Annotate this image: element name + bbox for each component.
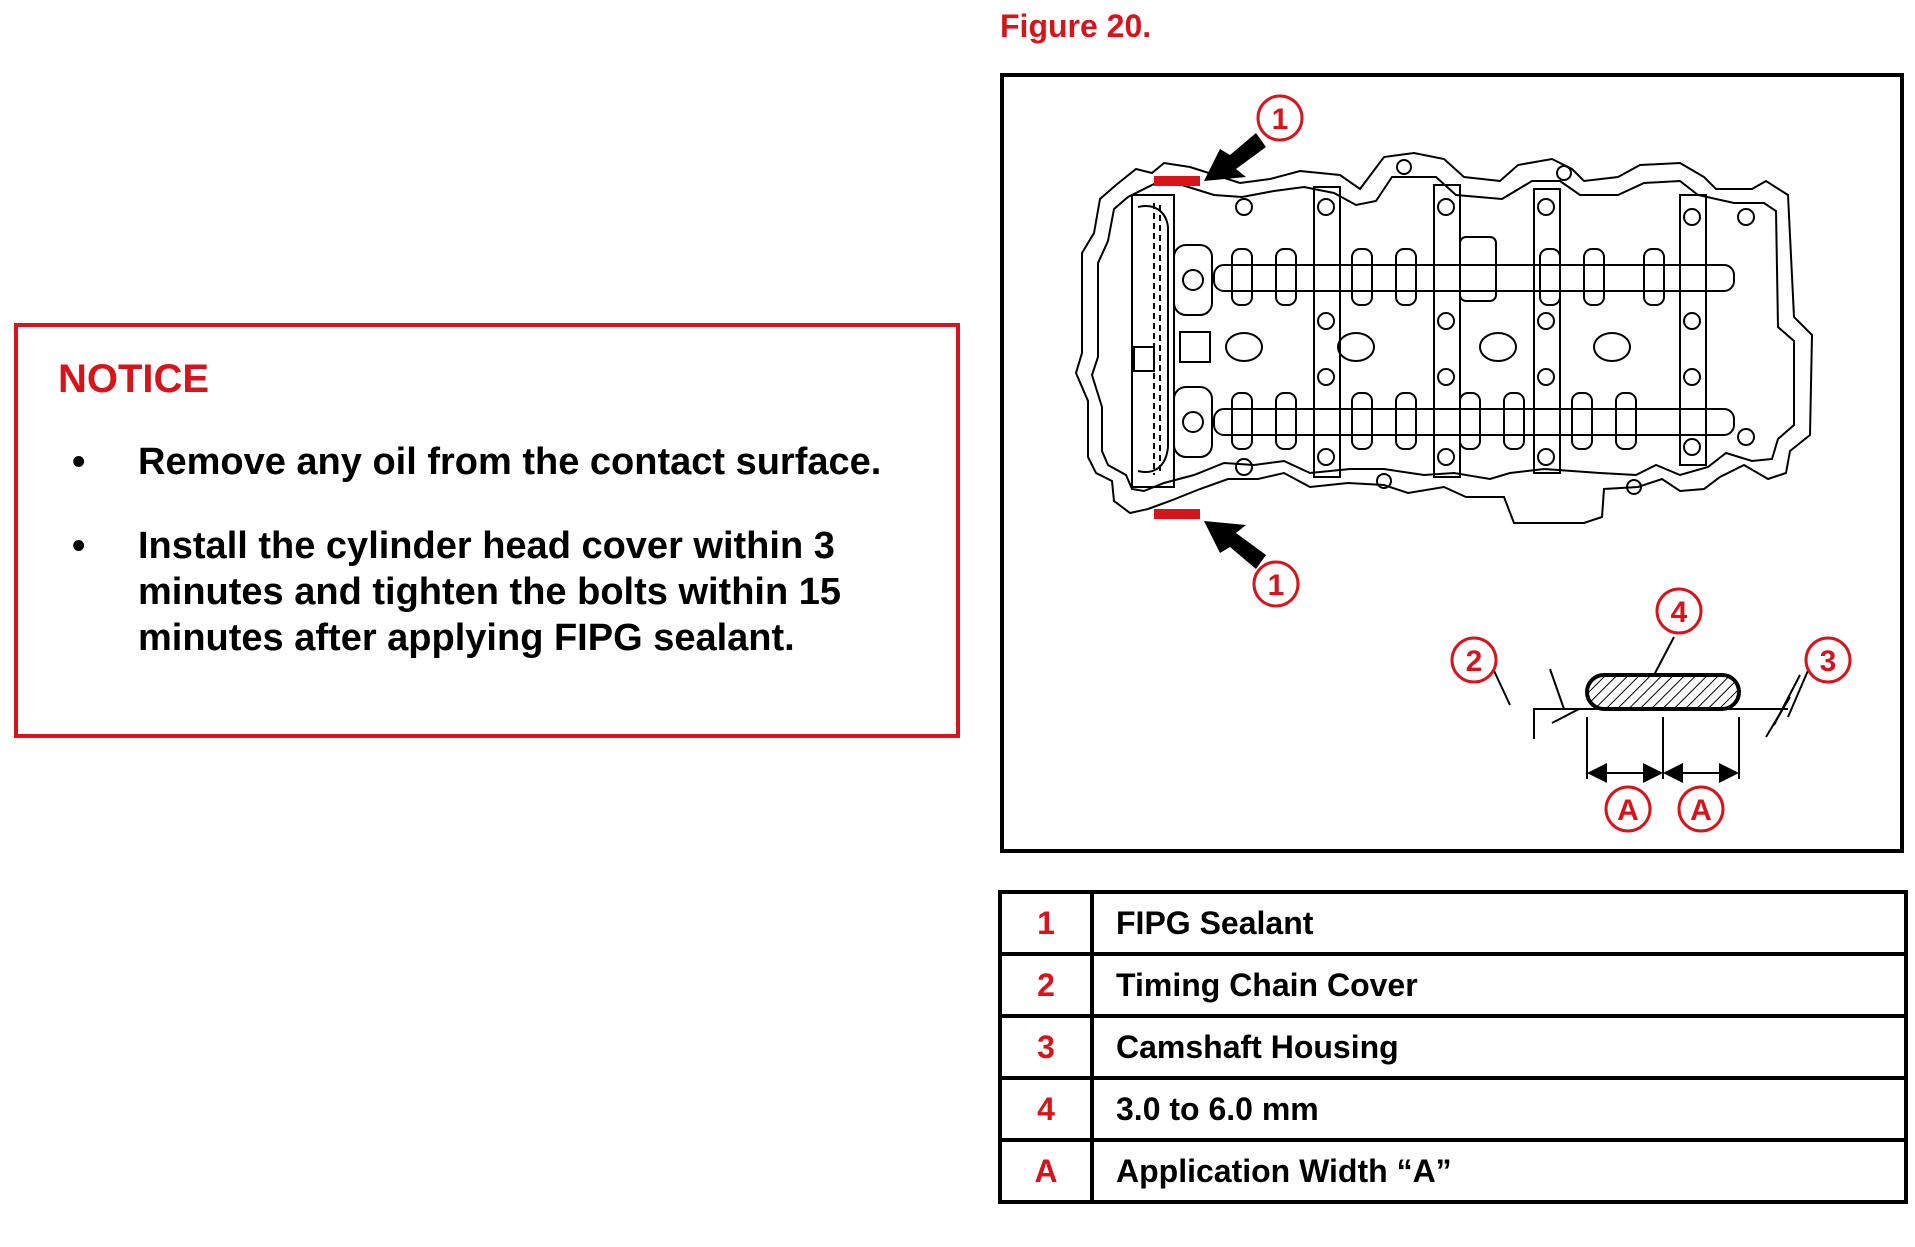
- bullet-icon: •: [72, 525, 86, 567]
- callout-label: 4: [1671, 596, 1688, 629]
- table-row: 2 Timing Chain Cover: [998, 952, 1908, 1018]
- callout-3: 3: [1804, 636, 1852, 684]
- cylinder-head-illustration: 1 1: [1074, 94, 1852, 833]
- timing-chain-area: [1131, 194, 1213, 488]
- callout-label: 1: [1268, 569, 1285, 602]
- table-row: 4 3.0 to 6.0 mm: [998, 1076, 1908, 1142]
- callout-2: 2: [1450, 636, 1498, 684]
- figure-caption: Figure 20.: [1000, 8, 1152, 44]
- figure-frame: 1 1: [1000, 73, 1904, 853]
- legend-description: Application Width “A”: [1090, 1138, 1908, 1204]
- callout-label: A: [1617, 794, 1639, 827]
- bolt-holes: [1235, 159, 1755, 495]
- legend-description: 3.0 to 6.0 mm: [1090, 1076, 1908, 1142]
- callout-label: 1: [1272, 103, 1289, 136]
- callout-a-left: A: [1604, 785, 1652, 833]
- callout-a-right: A: [1677, 785, 1725, 833]
- legend-key: A: [998, 1138, 1094, 1204]
- callout-label: A: [1690, 794, 1712, 827]
- legend-key: 3: [998, 1014, 1094, 1080]
- notice-item: • Remove any oil from the contact surfac…: [72, 439, 932, 485]
- arrow-icon: [1204, 133, 1266, 181]
- legend-key: 1: [998, 890, 1094, 956]
- notice-title: NOTICE: [58, 357, 210, 401]
- table-row: 3 Camshaft Housing: [998, 1014, 1908, 1080]
- sealant-arrows: [1204, 133, 1266, 569]
- arrow-icon: [1204, 521, 1266, 569]
- notice-item-text: Remove any oil from the contact surface.: [138, 441, 882, 483]
- sealant-mark-top: [1154, 176, 1200, 186]
- legend-table: 1 FIPG Sealant 2 Timing Chain Cover 3 Ca…: [998, 890, 1908, 1204]
- legend-key: 4: [998, 1076, 1094, 1142]
- callout-label: 3: [1820, 645, 1837, 678]
- sealant-bead: [1585, 673, 1741, 711]
- cylinder-head-outline: [1074, 151, 1814, 524]
- camshafts: [1213, 184, 1735, 478]
- legend-description: Camshaft Housing: [1090, 1014, 1908, 1080]
- notice-item: • Install the cylinder head cover within…: [72, 523, 932, 661]
- legend-key: 2: [998, 952, 1094, 1018]
- callout-1-top: 1: [1256, 94, 1304, 142]
- sealant-mark-bottom: [1154, 509, 1200, 519]
- callout-label: 2: [1466, 645, 1483, 678]
- notice-list: • Remove any oil from the contact surfac…: [72, 439, 932, 699]
- bullet-icon: •: [72, 441, 86, 483]
- bead-detail: [1481, 636, 1820, 783]
- fipg-sealant-marks: [1154, 176, 1200, 519]
- notice-item-text: Install the cylinder head cover within 3…: [138, 525, 842, 659]
- notice-box: NOTICE • Remove any oil from the contact…: [14, 323, 960, 738]
- table-row: A Application Width “A”: [998, 1138, 1908, 1204]
- legend-description: FIPG Sealant: [1090, 890, 1908, 956]
- callout-4: 4: [1655, 587, 1703, 635]
- callout-1-bottom: 1: [1252, 560, 1300, 608]
- legend-description: Timing Chain Cover: [1090, 952, 1908, 1018]
- table-row: 1 FIPG Sealant: [998, 890, 1908, 956]
